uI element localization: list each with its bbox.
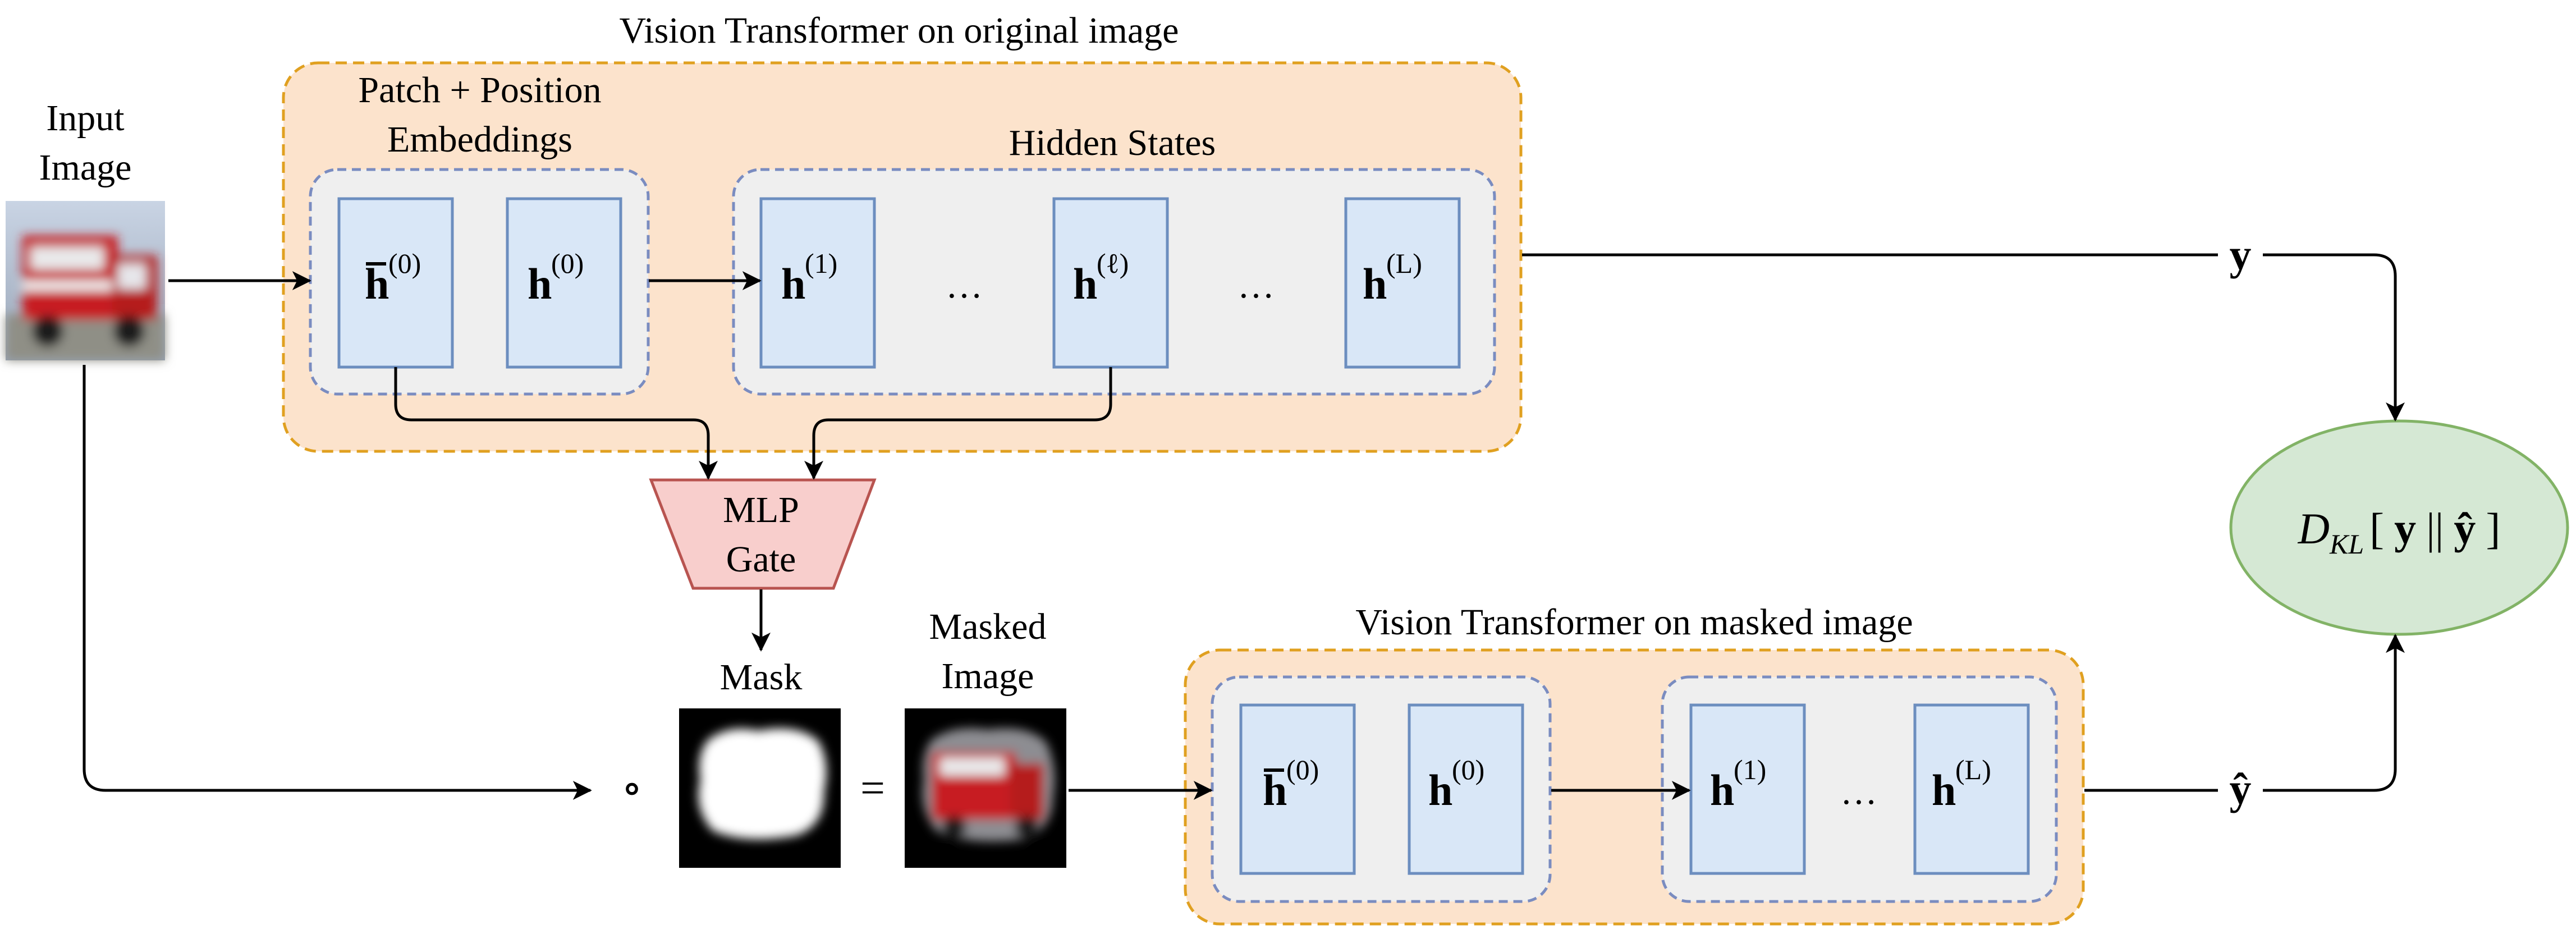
embeddings-label-line1: Patch + Position [358, 70, 601, 111]
arrow-hl-to-gate [804, 367, 1112, 480]
token-h1-top: h (1) [759, 197, 876, 369]
embeddings-label-line2: Embeddings [387, 119, 572, 160]
svg-text:h: h [365, 259, 389, 308]
svg-text:h: h [1932, 766, 1956, 814]
token-h0-top: h (0) [506, 197, 622, 369]
svg-text:(L): (L) [1955, 754, 1991, 785]
svg-text:h: h [781, 259, 805, 308]
svg-text:(1): (1) [1734, 754, 1766, 785]
ellipsis-bottom: … [1840, 771, 1877, 812]
svg-text:DKL[y||ŷ]: DKL[y||ŷ] [2298, 504, 2501, 560]
masked-image-block: Masked Image [905, 606, 1066, 868]
svg-text:(0): (0) [1286, 754, 1319, 785]
arrow-hbar0-to-gate [394, 367, 718, 480]
svg-text:h: h [1428, 766, 1452, 814]
mlp-gate-line1: MLP [723, 489, 799, 530]
svg-text:h: h [1710, 766, 1734, 814]
mlp-gate: MLP Gate [649, 478, 877, 590]
input-image-label-line2: Image [39, 147, 132, 188]
input-image-label-line1: Input [46, 98, 124, 139]
kl-divergence-node: DKL[y||ŷ] [2229, 419, 2569, 636]
token-hl-top: h (ℓ) [1052, 197, 1169, 369]
input-image-firetruck [6, 201, 165, 360]
mask-block: Mask [679, 657, 841, 868]
ellipsis-top-1: … [946, 265, 983, 306]
svg-text:(0): (0) [1452, 754, 1484, 785]
svg-text:h: h [1363, 259, 1387, 308]
hidden-states-label: Hidden States [1009, 122, 1216, 163]
vit-original-title: Vision Transformer on original image [620, 10, 1179, 51]
output-y-label: y [2230, 230, 2252, 279]
ellipsis-top-2: … [1237, 265, 1275, 306]
masked-image [905, 708, 1066, 868]
input-image-block: Input Image [6, 98, 165, 360]
token-hbar0-top: h (0) [337, 197, 454, 369]
svg-text:(ℓ): (ℓ) [1097, 248, 1129, 279]
svg-text:(0): (0) [551, 248, 584, 279]
token-hbar0-bottom: h (0) [1239, 703, 1356, 875]
arrow-yhat-to-kl [2263, 634, 2405, 792]
svg-text:(L): (L) [1386, 248, 1422, 279]
equals-operator: = [860, 763, 885, 812]
connectors [82, 253, 2405, 800]
token-hL-top: h (L) [1344, 197, 1461, 369]
token-hL-bottom: h (L) [1913, 703, 2030, 875]
output-yhat-label: ŷ [2230, 765, 2252, 813]
svg-text:h: h [528, 259, 552, 308]
masked-image-label-line2: Image [942, 656, 1034, 697]
svg-text:(0): (0) [388, 248, 421, 279]
vit-masked-block: Vision Transformer on masked image h (0)… [1184, 602, 2085, 926]
vit-original-block: Vision Transformer on original image Pat… [282, 10, 1523, 453]
mask-label: Mask [720, 657, 803, 698]
token-h0-bottom: h (0) [1408, 703, 1524, 875]
svg-text:h: h [1073, 259, 1097, 308]
svg-text:(1): (1) [805, 248, 837, 279]
hadamard-operator: ∘ [621, 763, 643, 812]
arrow-input-to-hadamard [82, 365, 592, 800]
vit-masked-title: Vision Transformer on masked image [1355, 602, 1913, 643]
mlp-gate-line2: Gate [726, 539, 796, 580]
arrow-y-to-kl [2263, 253, 2405, 422]
masked-image-label-line1: Masked [929, 606, 1047, 647]
token-h1-bottom: h (1) [1689, 703, 1806, 875]
svg-text:h: h [1263, 766, 1287, 814]
